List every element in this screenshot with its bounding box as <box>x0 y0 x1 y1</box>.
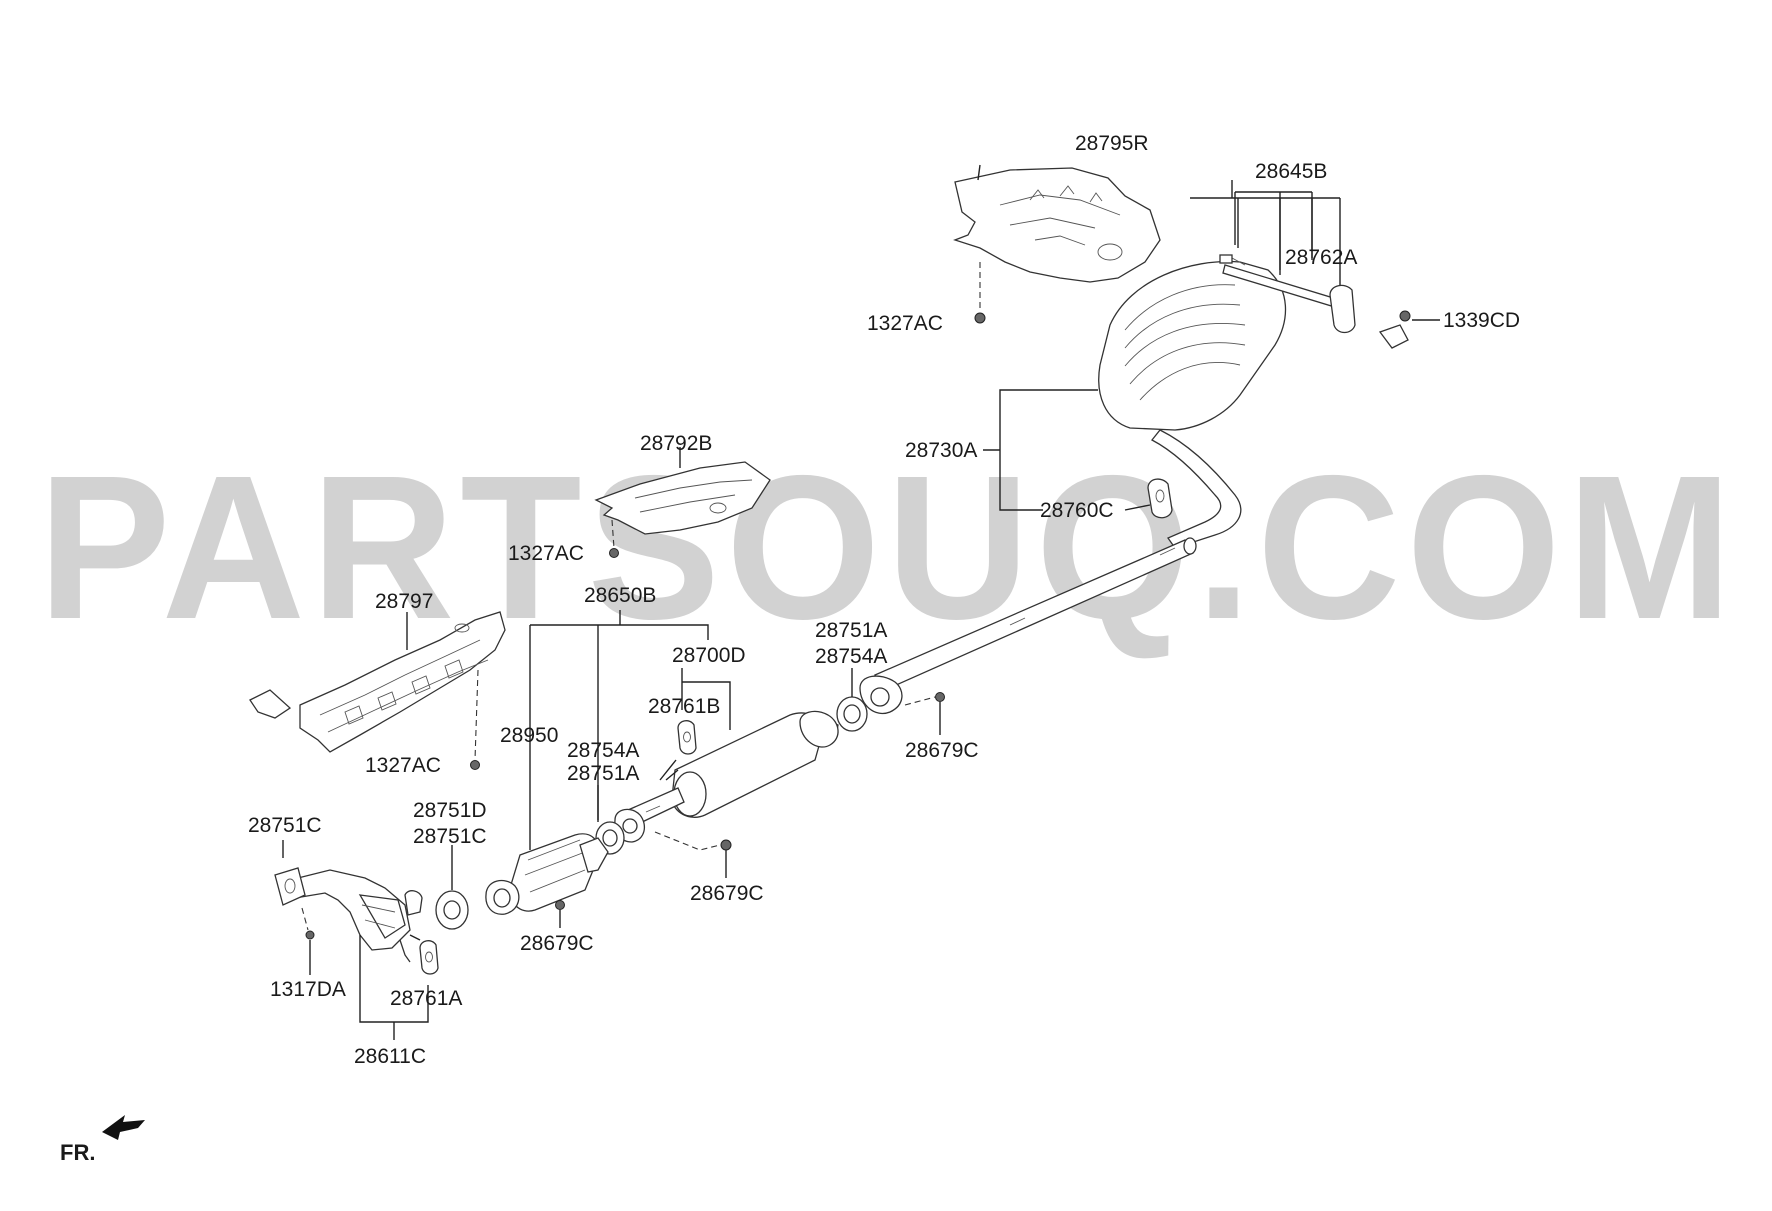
callout-28730A: 28730A <box>905 439 977 462</box>
callout-28795R: 28795R <box>1075 132 1149 155</box>
leader-front-hanger <box>409 934 421 941</box>
front-protector-nut <box>470 760 480 770</box>
front-gasket[interactable] <box>435 890 469 930</box>
callout-1327AC-center: 1327AC <box>508 542 584 565</box>
callout-28700D: 28700D <box>672 644 746 667</box>
rear-hanger-bracket <box>1378 324 1409 349</box>
callout-28762A: 28762A <box>1285 246 1357 269</box>
rear-gasket[interactable] <box>836 696 868 732</box>
callout-1327AC-rear: 1327AC <box>867 312 943 335</box>
callout-28611C: 28611C <box>354 1045 426 1068</box>
callout-28751A-rear: 28751A <box>815 619 887 642</box>
rear-protector-nut <box>974 312 986 324</box>
rear-hanger-rubber[interactable] <box>1329 284 1356 334</box>
converter-nut <box>555 900 565 910</box>
center-protector-nut <box>609 548 619 558</box>
callout-28754A-rear: 28754A <box>815 645 887 668</box>
rear-bolt <box>1399 310 1411 322</box>
callout-28792B: 28792B <box>640 432 712 455</box>
front-indicator: FR. <box>60 1140 95 1165</box>
leader-28760C <box>1124 504 1151 511</box>
front-arrow-icon <box>102 1115 145 1140</box>
leader-28795R <box>977 164 981 181</box>
center-joint-nut <box>720 839 732 851</box>
front-heat-protector[interactable] <box>249 611 506 753</box>
callout-28645B: 28645B <box>1255 160 1327 183</box>
bracket-28645B-drops <box>1231 180 1341 320</box>
callout-28679C-center: 28679C <box>690 882 764 905</box>
front-stud <box>305 930 315 940</box>
callout-28950: 28950 <box>500 724 558 747</box>
bracket-28611C <box>359 935 429 1040</box>
callout-28679C-conv: 28679C <box>520 932 594 955</box>
callout-28797: 28797 <box>375 590 433 613</box>
rear-heat-protector[interactable] <box>953 167 1161 283</box>
rear-joint-nut <box>935 692 945 702</box>
callout-1339CD: 1339CD <box>1443 309 1520 332</box>
rear-muffler[interactable] <box>1098 257 1287 431</box>
mid-hanger-rubber[interactable] <box>1147 478 1173 519</box>
leader-hanger-center-2 <box>665 769 679 781</box>
leader-rear-joint <box>904 696 936 706</box>
callout-28751C-front: 28751C <box>413 825 487 848</box>
callout-28761B: 28761B <box>648 695 720 718</box>
rear-pipe-flange <box>859 675 903 715</box>
center-hanger-rubber[interactable] <box>677 720 697 755</box>
front-pipe-manifold-flange <box>274 867 306 906</box>
catalytic-converter[interactable] <box>485 833 609 915</box>
center-heat-protector[interactable] <box>594 461 771 535</box>
leader-front-nut <box>474 669 479 761</box>
callout-28751A-center: 28751A <box>567 762 639 785</box>
callout-28751D: 28751D <box>413 799 487 822</box>
bracket-28700D <box>681 668 731 730</box>
leader-stud-dash <box>301 907 309 931</box>
callout-28760C: 28760C <box>1040 499 1114 522</box>
callout-28754A-center: 28754A <box>567 739 639 762</box>
leader-center-joint <box>654 831 721 851</box>
bracket-28650B <box>529 610 709 835</box>
leader-center-nut <box>611 519 615 549</box>
callout-1317DA: 1317DA <box>270 978 346 1001</box>
front-hanger-rubber[interactable] <box>419 940 439 975</box>
callout-28650B: 28650B <box>584 584 656 607</box>
callout-28751C-manifold: 28751C <box>248 814 322 837</box>
callout-1327AC-front: 1327AC <box>365 754 441 777</box>
callout-28761A: 28761A <box>390 987 462 1010</box>
callout-28679C-rear: 28679C <box>905 739 979 762</box>
front-pipe[interactable] <box>289 869 423 963</box>
center-muffler[interactable] <box>671 710 839 818</box>
leader-hanger-center <box>659 759 677 781</box>
watermark: PARTSOUQ.COM <box>38 433 1738 662</box>
